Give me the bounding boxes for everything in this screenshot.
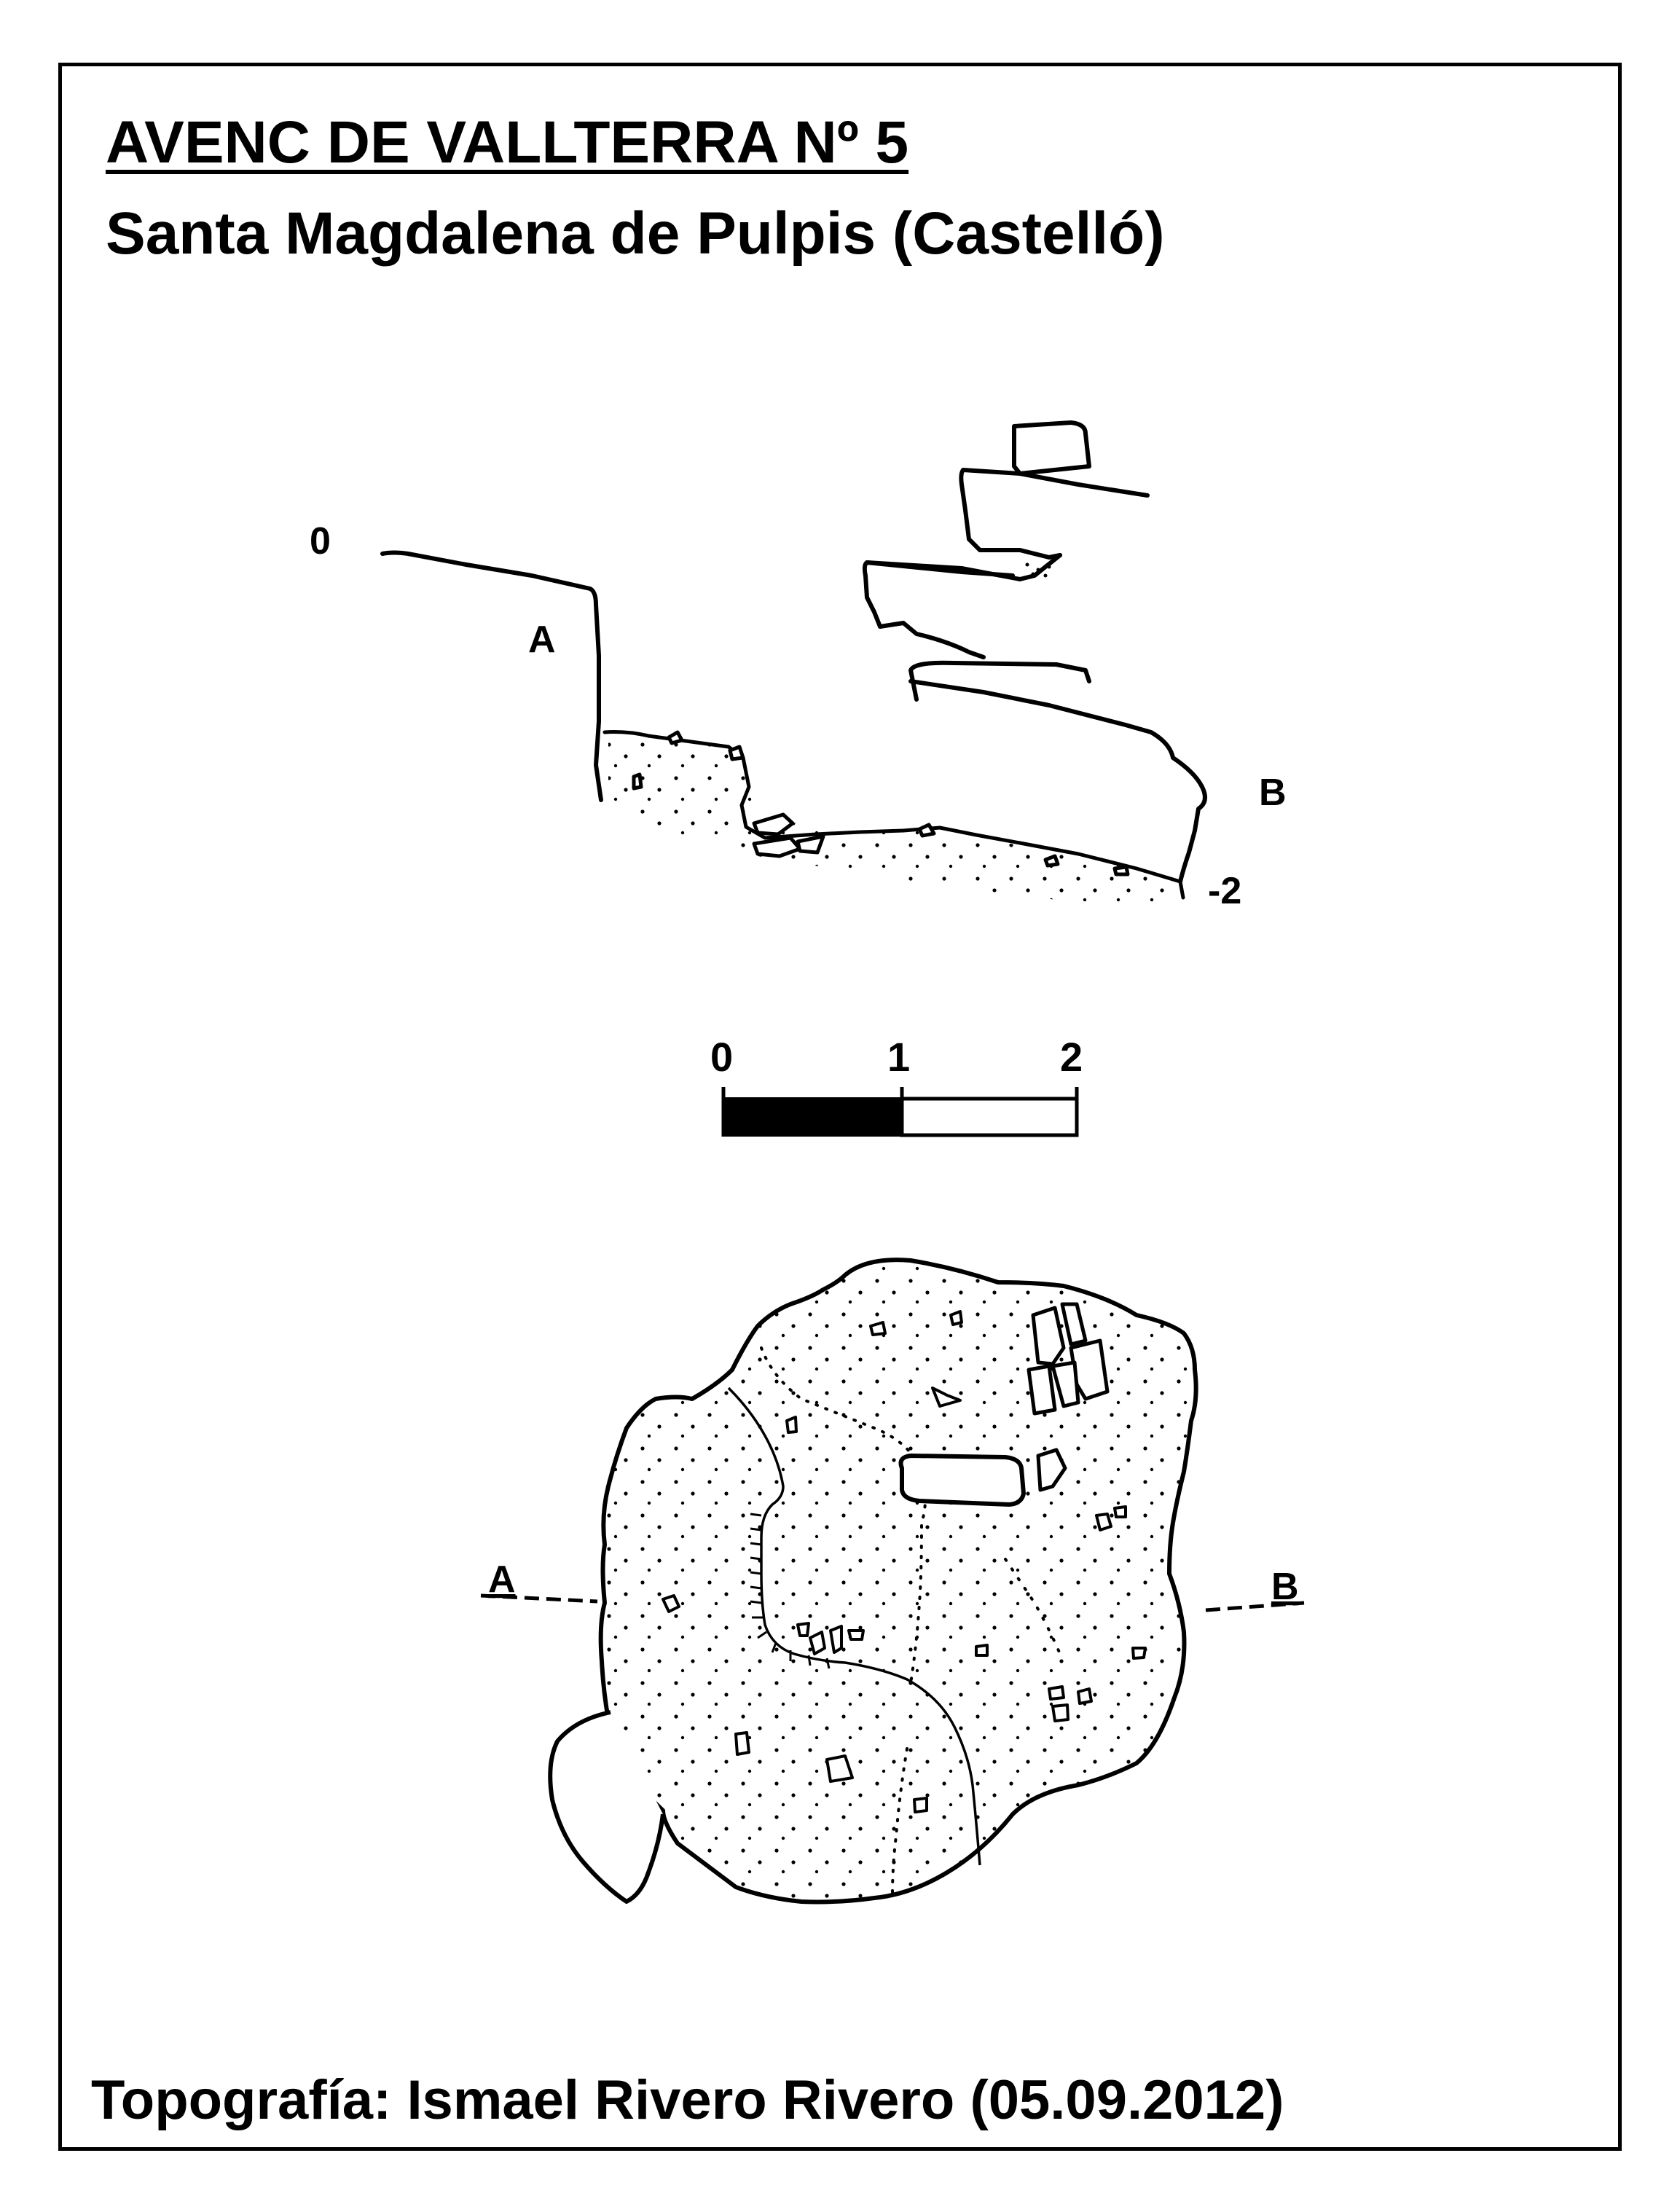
section-rock: [1043, 854, 1060, 868]
plan-pebble: [949, 1310, 963, 1326]
plan-pebble: [796, 1622, 810, 1637]
section-ledge-sediment: [1025, 562, 1051, 578]
survey-credit: Topografía: Ismael Rivero Rivero (05.09.…: [91, 2069, 1284, 2131]
section-depth-top-label: 0: [310, 520, 331, 562]
section-point-a-label: A: [528, 619, 556, 661]
plan-pebble: [785, 1416, 798, 1434]
plan-pebble: [1048, 1685, 1065, 1701]
section-rock: [917, 823, 936, 838]
plan-pebble: [829, 1625, 843, 1654]
section-ledge-upper: [959, 468, 1150, 560]
scale-label-2: 2: [1060, 1034, 1083, 1080]
plan-ramp-hachures: [750, 1513, 831, 1669]
plan-pebble: [734, 1731, 750, 1756]
plan-dotted-boundary-east: [1004, 1558, 1061, 1655]
section-rock: [1112, 865, 1130, 876]
plan-pebble: [913, 1797, 928, 1813]
plan-ramp-line: [727, 1387, 981, 1866]
section-ledge-middle-top: [865, 553, 1062, 581]
section-floor: [602, 730, 1185, 900]
plan-block: [1027, 1364, 1057, 1416]
section-left-wall: [380, 550, 603, 802]
section-depth-bottom-label: -2: [1208, 870, 1241, 912]
plan-large-block: [898, 1454, 1026, 1507]
plan-pebble: [931, 1387, 962, 1408]
plan-dotted-boundary-lower: [891, 1747, 908, 1896]
plan-pebble: [1077, 1687, 1093, 1705]
plan-block: [1031, 1306, 1066, 1366]
scale-bar-black-segment: [722, 1097, 903, 1137]
plan-block: [1051, 1360, 1080, 1408]
plan-pebble: [847, 1629, 865, 1641]
plan-pebble: [662, 1594, 680, 1613]
plan-point-a-label: A: [488, 1558, 516, 1601]
section-rock: [752, 812, 795, 836]
section-ledge-bottom: [908, 660, 1091, 702]
section-ledge-middle: [862, 560, 1015, 659]
section-rock: [752, 836, 802, 858]
section-rock: [632, 772, 643, 791]
plan-block: [1060, 1302, 1088, 1346]
plan-pebble: [1113, 1505, 1127, 1518]
scale-bar-white-segment: [900, 1097, 1079, 1137]
plan-pebble: [825, 1754, 854, 1783]
plan-block-cluster: [1027, 1302, 1110, 1492]
cave-section-profile: 0 -2 A B: [310, 420, 1287, 912]
plan-point-b-label: B: [1271, 1566, 1299, 1608]
cave-plan-view: A B: [480, 1258, 1305, 1905]
section-top-block: [1012, 420, 1091, 476]
plan-pebble: [809, 1631, 826, 1655]
plan-pebble: [1051, 1703, 1069, 1722]
plan-pebble: [1131, 1647, 1147, 1660]
page-frame: [58, 63, 1622, 2151]
plan-section-line-a: [480, 1593, 598, 1604]
plan-outline: [598, 1258, 1198, 1905]
scale-bar: 0 1 2: [710, 1034, 1083, 1137]
plan-side-lobe: [548, 1710, 665, 1904]
section-floor-rocks: [632, 730, 1130, 876]
section-sediment-fill: [608, 732, 1184, 907]
section-right-wall: [908, 679, 1207, 884]
section-point-b-label: B: [1259, 772, 1287, 814]
plan-block: [1036, 1448, 1067, 1492]
survey-location: Santa Magdalena de Pulpis (Castelló): [106, 200, 1165, 267]
plan-section-line-b: [1205, 1601, 1305, 1612]
plan-pebbles: [662, 1310, 1147, 1813]
section-rock: [728, 745, 745, 761]
scale-label-0: 0: [710, 1034, 733, 1080]
plan-pebble: [869, 1321, 887, 1336]
scale-label-1: 1: [887, 1034, 910, 1080]
section-rock: [667, 730, 684, 745]
plan-pebble: [975, 1644, 989, 1657]
section-rock: [796, 834, 825, 855]
plan-pebble: [1095, 1513, 1112, 1531]
survey-title: AVENC DE VALLTERRA Nº 5: [106, 109, 909, 176]
